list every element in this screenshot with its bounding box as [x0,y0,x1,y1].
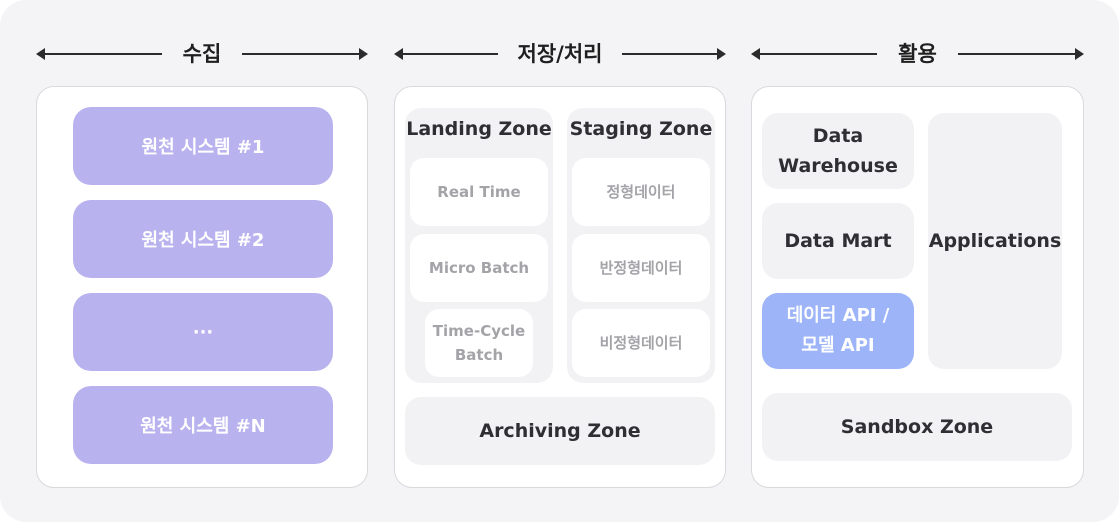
section-title-store: 저장/처리 [517,42,603,66]
arrow-left-icon [36,48,45,60]
landing-item: Real Time [410,158,548,226]
landing-item: Micro Batch [410,234,548,302]
arrow-right-icon [1075,48,1084,60]
arrow-right-icon [359,48,368,60]
arrow-left-icon [394,48,403,60]
data-api-box: 데이터 API / 모델 API [762,293,914,369]
staging-item: 반정형데이터 [572,234,710,302]
staging-zone-title: Staging Zone [569,118,713,140]
header-line-left [402,53,498,55]
sandbox-zone: Sandbox Zone [762,393,1072,461]
data-mart-box: Data Mart [762,203,914,279]
panel-store: Landing Zone Real Time Micro Batch Time-… [394,86,726,488]
header-line-right [958,53,1076,55]
landing-zone: Landing Zone Real Time Micro Batch Time-… [405,108,553,383]
source-system-box: 원천 시스템 #2 [73,200,333,278]
staging-item: 정형데이터 [572,158,710,226]
header-line-right [622,53,718,55]
source-system-ellipsis: ··· [73,293,333,371]
header-store: 저장/처리 [394,36,726,72]
staging-item: 비정형데이터 [572,309,710,377]
staging-zone: Staging Zone 정형데이터 반정형데이터 비정형데이터 [567,108,715,383]
source-system-box: 원천 시스템 #1 [73,107,333,185]
section-title-collect: 수집 [182,42,222,66]
arrow-left-icon [751,48,760,60]
applications-box: Applications [928,113,1062,369]
header-line-left [44,53,162,55]
header-use: 활용 [751,36,1084,72]
source-system-box: 원천 시스템 #N [73,386,333,464]
section-title-use: 활용 [898,42,937,66]
panel-use: Data Warehouse Data Mart 데이터 API / 모델 AP… [751,86,1084,488]
archiving-zone: Archiving Zone [405,397,715,465]
landing-item: Time-Cycle Batch [425,309,533,377]
header-line-left [759,53,877,55]
header-collect: 수집 [36,36,368,72]
header-line-right [242,53,360,55]
arrow-right-icon [717,48,726,60]
data-warehouse-box: Data Warehouse [762,113,914,189]
panel-collect: 원천 시스템 #1 원천 시스템 #2 ··· 원천 시스템 #N [36,86,368,488]
landing-zone-title: Landing Zone [406,118,552,140]
